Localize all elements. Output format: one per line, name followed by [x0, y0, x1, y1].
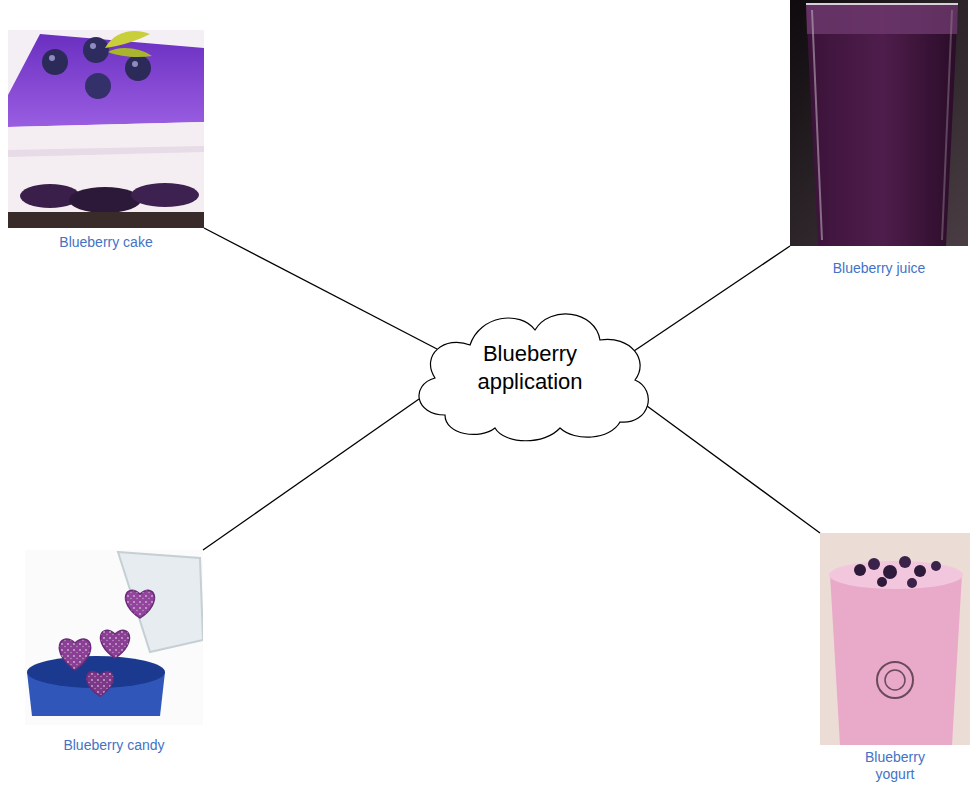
- cloud-node: Blueberry application: [400, 290, 660, 445]
- picture-caption: Blueberry yogurt: [847, 749, 943, 783]
- picture-caption: Blueberry juice: [790, 260, 968, 277]
- cake-node: Blueberry cake: [8, 30, 204, 253]
- connector-line: [204, 228, 437, 349]
- cloud-outline: [400, 290, 660, 445]
- connector-line: [203, 399, 419, 550]
- juice-node: Blueberry juice: [790, 0, 968, 279]
- cloud-path: [419, 314, 648, 441]
- candy-node: Blueberry candy: [25, 550, 203, 756]
- yogurt-node: Blueberry yogurt: [820, 533, 970, 785]
- connector-line: [647, 406, 820, 533]
- candy-picture: [25, 550, 203, 725]
- picture-caption: Blueberry candy: [25, 737, 203, 754]
- yogurt-picture: [820, 533, 970, 745]
- picture-caption: Blueberry cake: [8, 234, 204, 251]
- cloud-label: Blueberry application: [455, 340, 605, 396]
- juice-picture: [790, 0, 968, 246]
- connector-line: [634, 246, 790, 351]
- cake-picture: [8, 30, 204, 228]
